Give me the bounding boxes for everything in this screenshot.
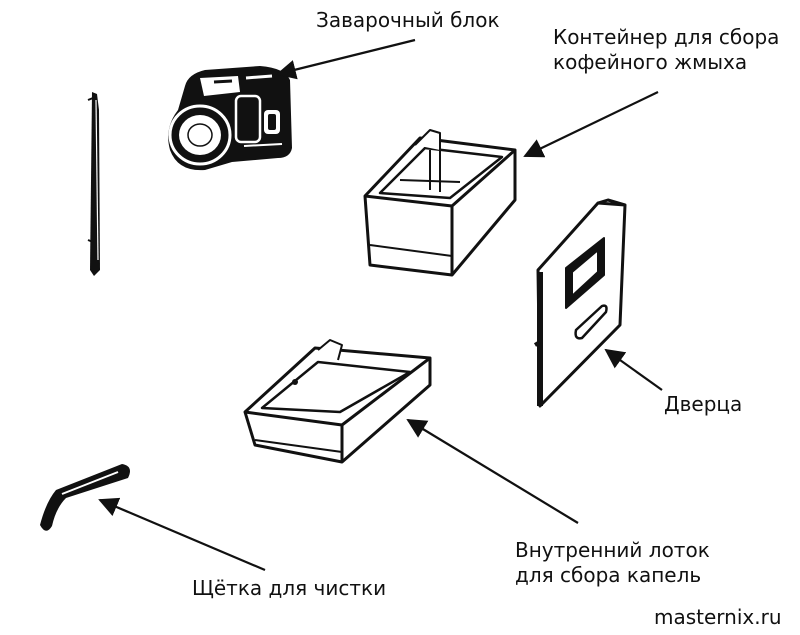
label-grounds-container-line2: кофейного жмыха — [553, 50, 748, 74]
label-brew-unit-text: Заварочный блок — [316, 8, 500, 32]
door-part — [533, 198, 627, 408]
cleaning-brush-part — [40, 464, 130, 531]
watermark-text: masternix.ru — [654, 605, 782, 629]
drip-tray-part — [243, 339, 432, 464]
arrow-drip-tray — [406, 418, 579, 524]
label-grounds-container-line1: Контейнер для сбора — [553, 25, 780, 49]
label-drip-tray-line1: Внутренний лоток — [515, 538, 710, 562]
watermark: masternix.ru — [654, 605, 782, 630]
arrow-brush — [98, 497, 266, 572]
label-cleaning-brush-text: Щётка для чистки — [192, 576, 387, 600]
label-door: Дверца — [664, 392, 742, 417]
label-door-text: Дверца — [664, 392, 743, 416]
pointer-arrows — [98, 38, 663, 572]
arrow-container — [523, 91, 659, 158]
grounds-container-part — [363, 129, 517, 277]
label-cleaning-brush: Щётка для чистки — [192, 576, 386, 601]
arrow-door — [604, 348, 663, 391]
side-panel-edge-part — [87, 92, 100, 276]
label-drip-tray-line2: для сбора капель — [515, 563, 702, 587]
label-grounds-container: Контейнер для сбора кофейного жмыха — [553, 25, 779, 75]
brew-unit-part — [168, 66, 292, 171]
arrow-brew-unit — [276, 38, 416, 80]
label-brew-unit: Заварочный блок — [316, 8, 500, 33]
label-drip-tray: Внутренний лоток для сбора капель — [515, 538, 710, 588]
